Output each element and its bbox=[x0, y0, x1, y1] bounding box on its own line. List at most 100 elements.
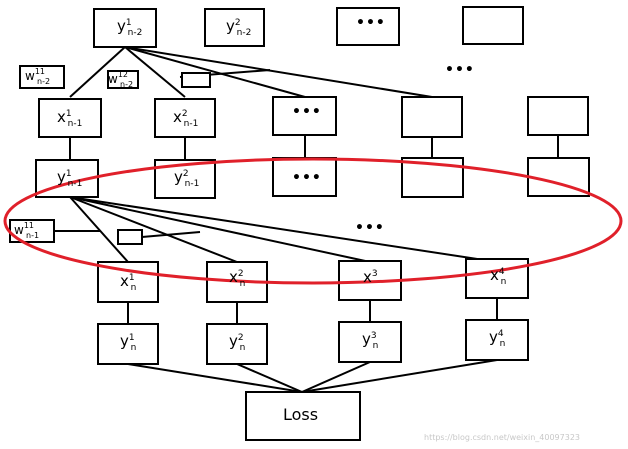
node-y-n-2: y2n bbox=[229, 332, 245, 353]
label-sub: n bbox=[130, 343, 137, 353]
edge bbox=[127, 363, 303, 393]
label-sup: 1 bbox=[128, 273, 135, 283]
label-sup: 2 bbox=[237, 333, 244, 343]
highlight-ellipse bbox=[3, 157, 623, 285]
label-sup: 2 bbox=[181, 109, 188, 119]
edge bbox=[301, 361, 371, 393]
label-sup: 12 bbox=[117, 70, 129, 79]
label-sub: n bbox=[500, 277, 507, 287]
node-y-n-1: y1n bbox=[120, 332, 136, 353]
node-box bbox=[117, 229, 143, 245]
label-sup: 11 bbox=[34, 67, 46, 76]
edge bbox=[301, 359, 498, 393]
label-sup: 3 bbox=[371, 269, 378, 279]
node-box bbox=[154, 98, 216, 138]
node-w-n-1-11: w11n-1 bbox=[14, 221, 39, 240]
label-sup: 1 bbox=[65, 109, 72, 119]
node-box bbox=[272, 157, 337, 197]
label-sub: n-1 bbox=[184, 179, 200, 189]
label-sub: n-2 bbox=[236, 28, 252, 38]
edge bbox=[69, 46, 126, 98]
node-x-n-1-1: x1n-1 bbox=[57, 108, 82, 129]
node-box bbox=[272, 96, 337, 136]
label-sub: n bbox=[239, 343, 246, 353]
label-base: y bbox=[57, 168, 66, 186]
loss-label: Loss bbox=[283, 405, 319, 424]
edge bbox=[69, 196, 371, 263]
edge bbox=[236, 363, 303, 393]
label-sub: n bbox=[372, 341, 379, 351]
label-sub: n bbox=[130, 283, 137, 293]
label-sub: n-2 bbox=[127, 28, 143, 38]
node-y-n-1-2: y2n-1 bbox=[174, 168, 199, 189]
edge bbox=[69, 196, 238, 263]
label-sub: n-2 bbox=[120, 80, 134, 89]
node-w-n-2-11: w11n-2 bbox=[25, 67, 50, 86]
node-box bbox=[107, 70, 139, 89]
node-box bbox=[93, 8, 157, 48]
label-sup: 2 bbox=[234, 18, 241, 28]
node-y-n-2-1: y1n-2 bbox=[117, 17, 142, 38]
label-base: x bbox=[490, 266, 499, 284]
node-y-n-4: y4n bbox=[489, 328, 505, 349]
label-sup: 1 bbox=[125, 18, 132, 28]
node-ellipsis: ••• bbox=[292, 104, 322, 120]
label-sub: n bbox=[499, 339, 506, 349]
edge bbox=[141, 231, 201, 238]
node-box bbox=[338, 321, 402, 363]
node-box bbox=[206, 323, 268, 365]
label-sup: 3 bbox=[370, 331, 377, 341]
node-box bbox=[181, 72, 211, 88]
node-box bbox=[97, 323, 159, 365]
node-box bbox=[465, 258, 529, 299]
node-box bbox=[401, 96, 463, 138]
node-y-n-2-2: y2n-2 bbox=[226, 17, 251, 38]
label-base: y bbox=[174, 168, 183, 186]
edge bbox=[124, 46, 186, 98]
node-ellipsis: ••• bbox=[292, 170, 322, 186]
node-box bbox=[462, 6, 524, 45]
node-box bbox=[465, 319, 529, 361]
node-box bbox=[527, 96, 589, 136]
label-sup: 2 bbox=[182, 169, 189, 179]
node-x-n-1-2: x2n-1 bbox=[173, 108, 198, 129]
label-sub: n-1 bbox=[67, 179, 83, 189]
node-box bbox=[204, 8, 265, 47]
watermark: https://blog.csdn.net/weixin_40097323 bbox=[424, 433, 581, 442]
label-sup: 11 bbox=[23, 221, 35, 230]
label-base: w bbox=[108, 72, 118, 86]
edge bbox=[124, 46, 306, 98]
label-sup: 2 bbox=[237, 269, 244, 279]
row-ellipsis: ••• bbox=[355, 220, 385, 236]
label-sub: n-1 bbox=[67, 119, 83, 129]
label-sub: n-1 bbox=[183, 119, 199, 129]
row-ellipsis: ••• bbox=[445, 62, 475, 78]
label-base: y bbox=[117, 17, 126, 35]
label-base: x bbox=[173, 108, 182, 126]
label-base: y bbox=[229, 332, 238, 350]
label-base: w bbox=[14, 223, 24, 237]
node-y-n-1-1: y1n-1 bbox=[57, 168, 82, 189]
label-base: x bbox=[57, 108, 66, 126]
node-x-n-3: x3 bbox=[363, 270, 378, 285]
label-sup: 4 bbox=[498, 267, 505, 277]
label-sup: 4 bbox=[497, 329, 504, 339]
label-sup: 1 bbox=[128, 333, 135, 343]
label-base: y bbox=[489, 328, 498, 346]
label-sub: n-1 bbox=[26, 231, 40, 240]
label-base: x bbox=[229, 268, 238, 286]
edge bbox=[69, 196, 498, 263]
node-x-n-4: x4n bbox=[490, 266, 506, 287]
label-base: w bbox=[25, 69, 35, 83]
edge bbox=[69, 196, 129, 263]
label-base: y bbox=[120, 332, 129, 350]
label-base: y bbox=[226, 17, 235, 35]
label-sub: n-2 bbox=[37, 77, 51, 86]
label-sup: 1 bbox=[65, 169, 72, 179]
node-box bbox=[336, 7, 400, 46]
label-base: x bbox=[363, 268, 372, 286]
node-x-n-1: x1n bbox=[120, 273, 136, 293]
label-base: y bbox=[362, 330, 371, 348]
node-w-n-2-12: w12n-2 bbox=[108, 70, 133, 89]
